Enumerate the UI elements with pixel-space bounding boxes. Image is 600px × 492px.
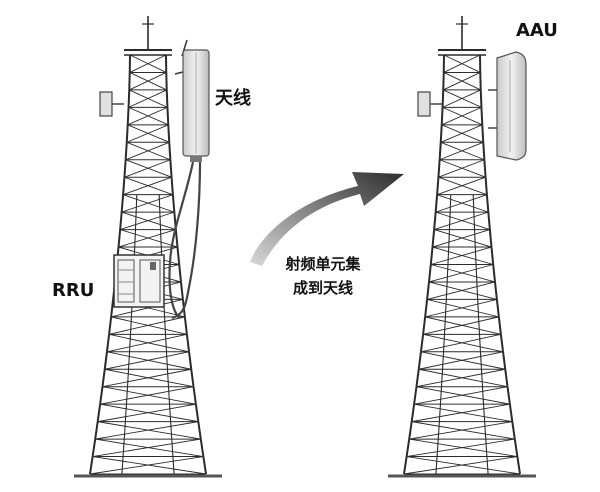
panel-antenna-icon	[174, 39, 210, 162]
antenna-label: 天线	[215, 88, 251, 109]
side-antenna-icon	[417, 91, 442, 117]
aau-panel-icon	[488, 51, 527, 161]
aau-label: AAU	[516, 20, 558, 41]
left-tower	[74, 16, 222, 478]
integration-caption: 射频单元集 成到天线	[273, 252, 373, 300]
right-tower	[388, 16, 536, 478]
caption-line-1: 射频单元集	[285, 255, 361, 273]
rru-label: RRU	[52, 280, 95, 301]
curved-arrow-icon	[250, 172, 404, 266]
caption-line-2: 成到天线	[292, 279, 353, 297]
feeder-cables	[168, 161, 202, 320]
rru-box-icon	[113, 254, 165, 308]
side-antenna-icon	[99, 91, 124, 117]
